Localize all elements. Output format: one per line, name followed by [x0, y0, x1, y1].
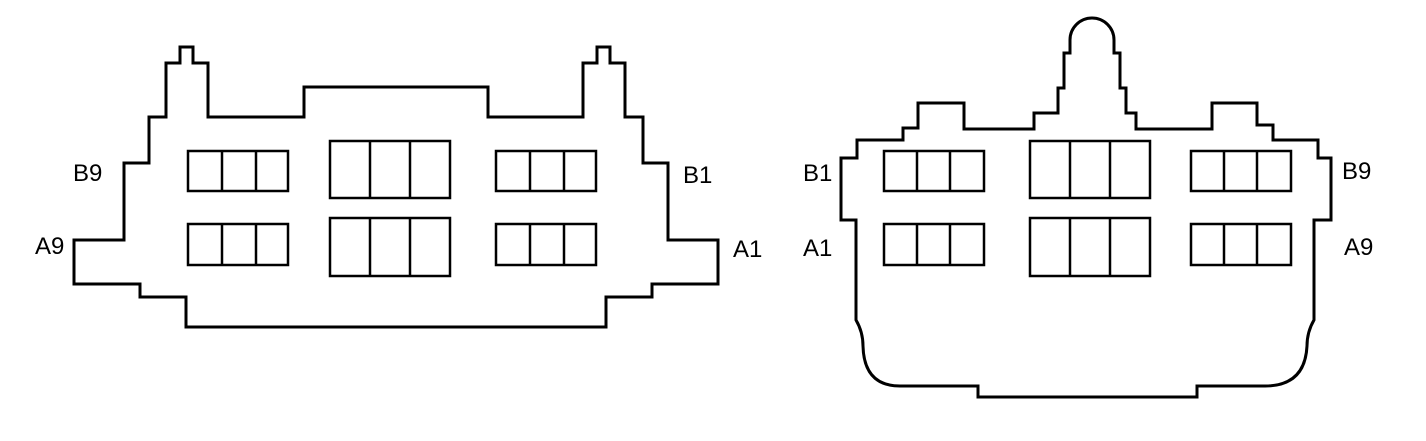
cavity-block-right-lower-3	[1189, 222, 1293, 267]
connector-right: B1 A1 B9 A9	[803, 16, 1373, 399]
pin-label-left-bottom-right: A1	[733, 236, 762, 263]
cavity-block-right-upper-1	[882, 149, 986, 193]
cavity-block-left-upper-1	[186, 149, 290, 193]
cavity-block-right-lower-1	[882, 222, 986, 267]
connector-right-outline	[839, 16, 1333, 399]
pin-label-right-bottom-right: A9	[1344, 234, 1373, 261]
cavity-block-left-upper-2	[328, 139, 452, 200]
cavity-block-right-upper-2	[1028, 139, 1152, 200]
pin-label-right-bottom-left: A1	[803, 235, 832, 262]
cavity-block-right-upper-3	[1189, 149, 1293, 193]
connector-left: B9 A9 B1 A1	[35, 45, 762, 329]
cavity-block-left-lower-3	[494, 222, 598, 267]
cavity-block-left-lower-2	[328, 216, 452, 278]
pin-label-left-top-right: B1	[683, 162, 712, 189]
pin-label-right-top-right: B9	[1342, 158, 1371, 185]
pin-label-left-top-left: B9	[73, 160, 102, 187]
cavity-block-right-lower-2	[1028, 216, 1152, 278]
pin-label-left-bottom-left: A9	[35, 233, 64, 260]
cavity-block-left-upper-3	[494, 149, 598, 193]
pin-label-right-top-left: B1	[803, 160, 832, 187]
cavity-block-left-lower-1	[186, 222, 290, 267]
